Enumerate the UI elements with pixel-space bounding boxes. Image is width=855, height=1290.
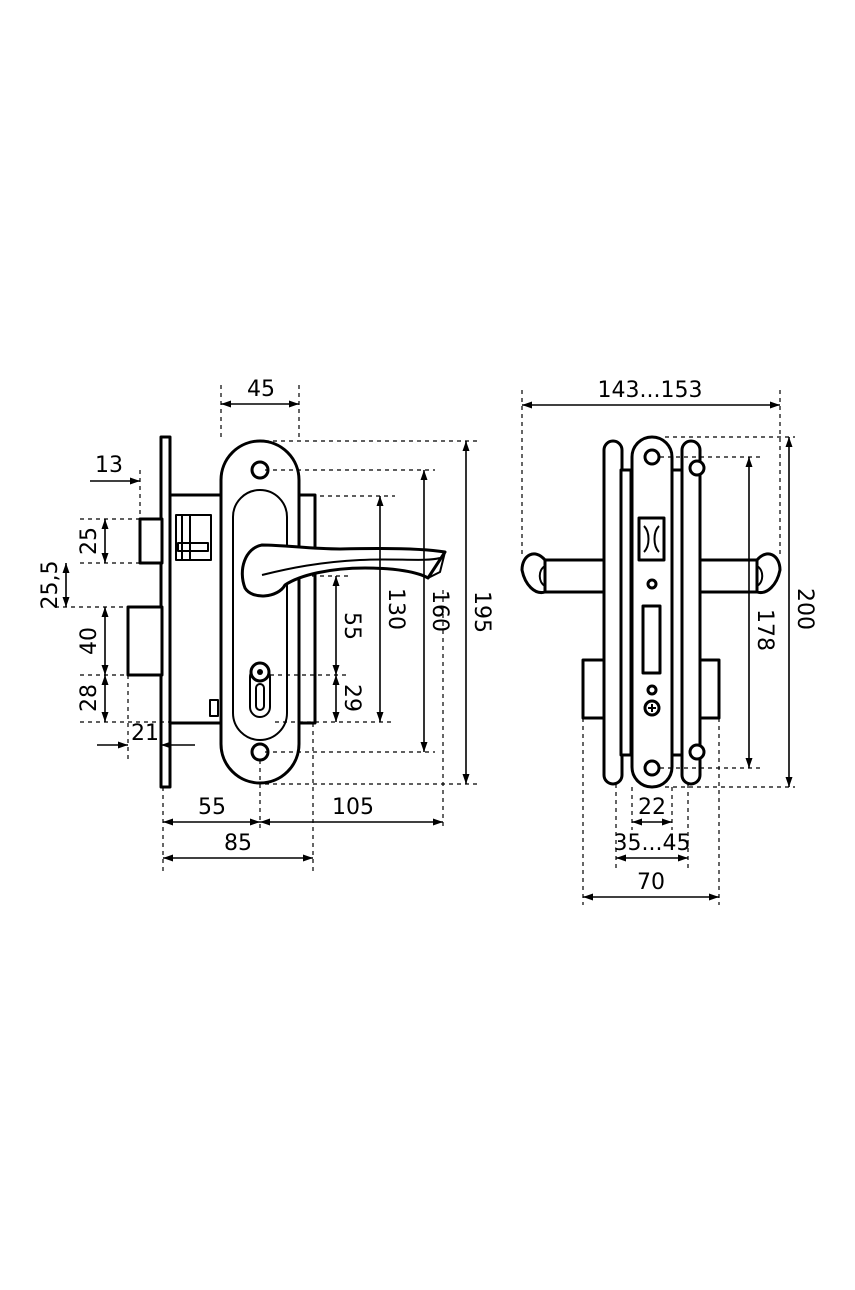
dim-backset-offset: 13 <box>95 453 123 478</box>
dim-faceplate-width: 45 <box>247 377 275 402</box>
front-dimension-labels: 143...153 200 178 22 35...45 70 <box>598 378 817 895</box>
dim-case-depth: 85 <box>224 831 252 856</box>
dim-spindle-to-cylinder: 55 <box>339 612 364 640</box>
side-extension-lines <box>55 385 480 875</box>
dim-overall-width: 143...153 <box>598 378 703 403</box>
front-dimension-lines <box>522 401 793 901</box>
side-dimension-lines <box>62 400 470 862</box>
dim-bolt-height: 40 <box>77 627 102 655</box>
dim-handle-projection: 105 <box>332 795 374 820</box>
dim-backset: 55 <box>198 795 226 820</box>
side-view: 45 13 25 25,5 40 28 21 55 29 130 160 195… <box>38 377 494 875</box>
dim-front-plate-height: 200 <box>792 588 817 630</box>
lever-handle <box>240 543 447 598</box>
dim-bolt-to-bottom: 28 <box>77 684 102 712</box>
dim-front-hole-distance: 178 <box>752 609 777 651</box>
dim-hole-distance-160: 160 <box>427 590 452 632</box>
front-plates <box>602 439 706 786</box>
side-dimension-labels: 45 13 25 25,5 40 28 21 55 29 130 160 195… <box>38 377 494 856</box>
dim-center-width: 22 <box>638 795 666 820</box>
dim-bottom-offset: 21 <box>131 721 159 746</box>
dim-door-thickness: 35...45 <box>614 831 691 856</box>
left-cylinder-rose <box>581 658 607 720</box>
front-view: 143...153 200 178 22 35...45 70 <box>520 378 817 905</box>
dim-plate-height: 195 <box>469 591 494 633</box>
dim-hole-distance-130: 130 <box>383 588 408 630</box>
escutcheon-plate <box>219 439 301 785</box>
dim-total-depth: 70 <box>637 870 665 895</box>
front-faceplate <box>630 435 674 789</box>
dim-cylinder-to-lower: 29 <box>339 684 364 712</box>
dim-latch-to-bolt: 25,5 <box>38 561 63 610</box>
front-extension-lines <box>521 390 795 905</box>
dim-latch-height: 25 <box>77 527 102 555</box>
